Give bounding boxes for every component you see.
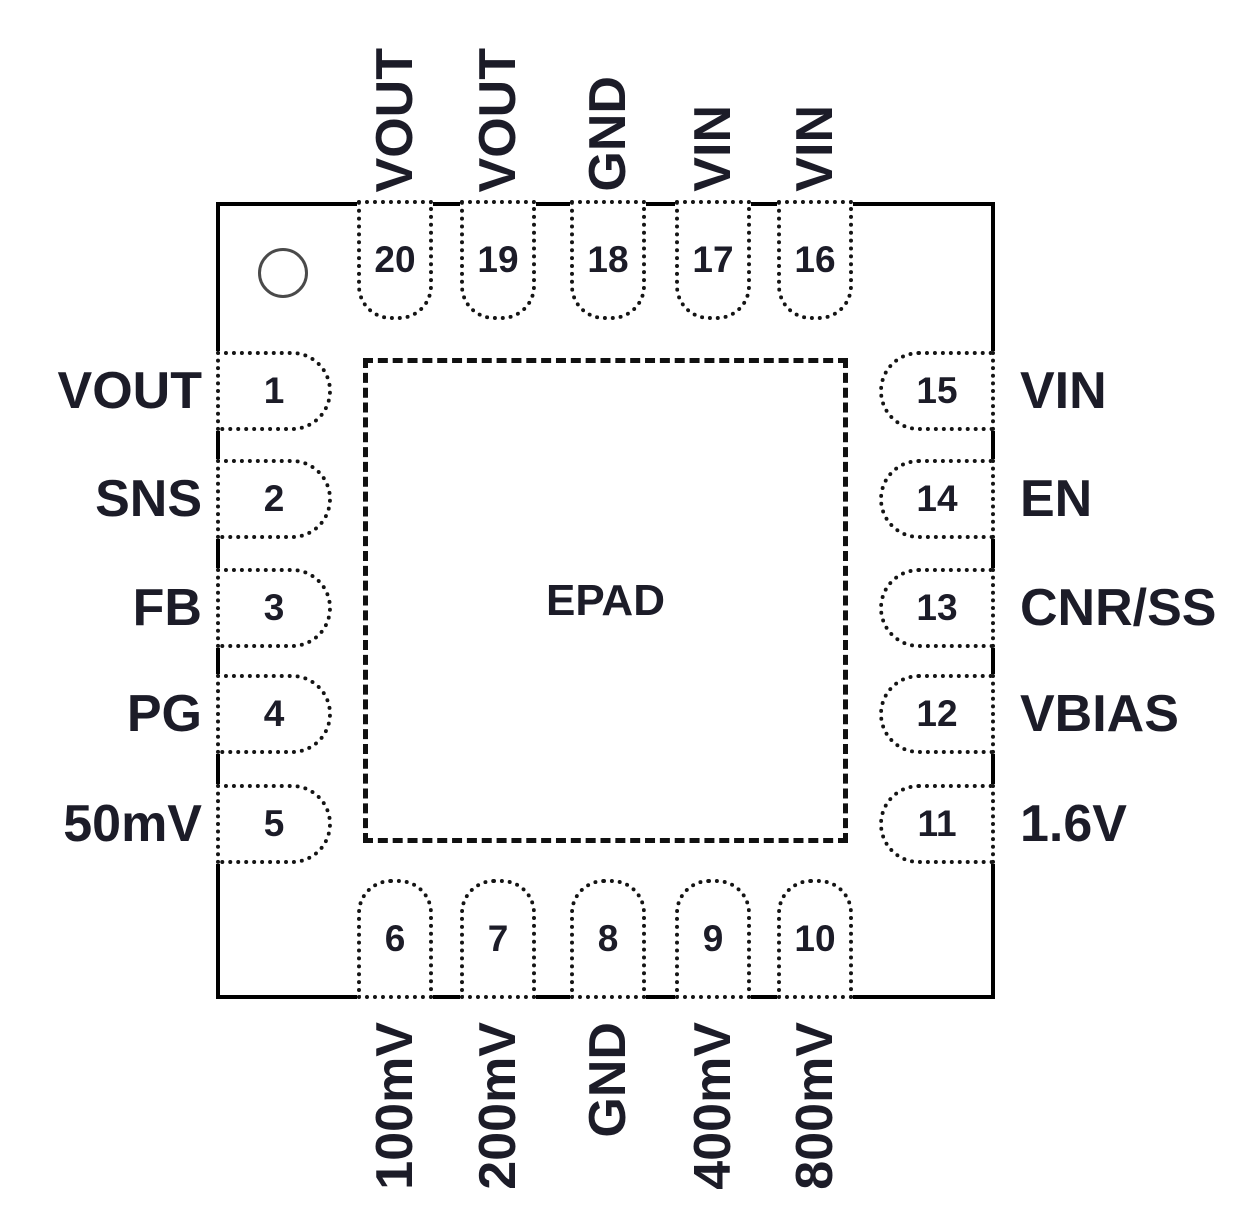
pin-name-label-13: CNR/SS: [1020, 579, 1217, 637]
pin-name-label-17: VIN: [684, 105, 742, 192]
pin-name-label-19: VOUT: [469, 47, 527, 192]
pin-number: 19: [477, 239, 519, 280]
pin-pad-11: 11: [879, 784, 995, 864]
pin-number: 14: [916, 478, 958, 519]
pin-name-label-11: 1.6V: [1020, 795, 1127, 853]
pin-name-label-20: VOUT: [366, 47, 424, 192]
pin-pad-13: 13: [879, 568, 995, 648]
pin-pad-19: 19: [460, 200, 536, 320]
pin-pad-6: 6: [357, 879, 433, 999]
pin-number: 17: [692, 239, 734, 280]
pin-name-label-7: 200mV: [469, 1022, 527, 1190]
pin-number: 15: [916, 370, 958, 411]
pin-number: 6: [384, 918, 406, 959]
pin-pad-7: 7: [460, 879, 536, 999]
pin-pad-3: 3: [216, 568, 332, 648]
pin-pad-17: 17: [675, 200, 751, 320]
pin-pad-10: 10: [777, 879, 853, 999]
pin-number: 16: [794, 239, 836, 280]
pin-pad-14: 14: [879, 459, 995, 539]
pin-pad-1: 1: [216, 351, 332, 431]
pin-number: 13: [916, 587, 958, 628]
pin-number: 5: [263, 803, 285, 844]
pin-number: 2: [263, 478, 285, 519]
package-outline: [216, 202, 995, 999]
pin-pad-15: 15: [879, 351, 995, 431]
pin-name-label-5: 50mV: [63, 795, 202, 853]
pin-number: 11: [917, 803, 957, 844]
pin-name-label-2: SNS: [95, 470, 202, 528]
pin-number: 3: [263, 587, 285, 628]
pin1-indicator-circle: [258, 248, 308, 298]
pin-pad-2: 2: [216, 459, 332, 539]
epad-label: EPAD: [546, 575, 665, 625]
pin-number: 8: [597, 918, 619, 959]
epad-region: EPAD: [363, 358, 848, 843]
pin-name-label-14: EN: [1020, 470, 1093, 528]
pin-name-label-18: GND: [579, 76, 637, 192]
pin-name-label-1: VOUT: [57, 362, 202, 420]
pin-pad-18: 18: [570, 200, 646, 320]
pin-number: 12: [916, 693, 958, 734]
pin-number: 7: [487, 918, 509, 959]
pin-pad-16: 16: [777, 200, 853, 320]
pin-pad-8: 8: [570, 879, 646, 999]
pin-pad-12: 12: [879, 674, 995, 754]
pin-name-label-3: FB: [132, 579, 202, 637]
pin-number: 4: [263, 693, 285, 734]
pin-pad-20: 20: [357, 200, 433, 320]
pin-pad-5: 5: [216, 784, 332, 864]
pin-name-label-12: VBIAS: [1020, 685, 1179, 743]
pin-number: 18: [587, 239, 629, 280]
pin-number: 1: [263, 370, 285, 411]
pin-name-label-4: PG: [126, 685, 202, 743]
pin-number: 20: [374, 239, 416, 280]
pin-pad-9: 9: [675, 879, 751, 999]
pin-name-label-10: 800mV: [786, 1022, 844, 1190]
pin-name-label-16: VIN: [786, 105, 844, 192]
pin-pad-4: 4: [216, 674, 332, 754]
pin-name-label-15: VIN: [1020, 362, 1107, 420]
pin-number: 9: [702, 918, 724, 959]
pin-name-label-6: 100mV: [366, 1022, 424, 1190]
pin-name-label-9: 400mV: [684, 1022, 742, 1190]
pin-name-label-8: GND: [579, 1022, 637, 1138]
pin-number: 10: [794, 918, 836, 959]
